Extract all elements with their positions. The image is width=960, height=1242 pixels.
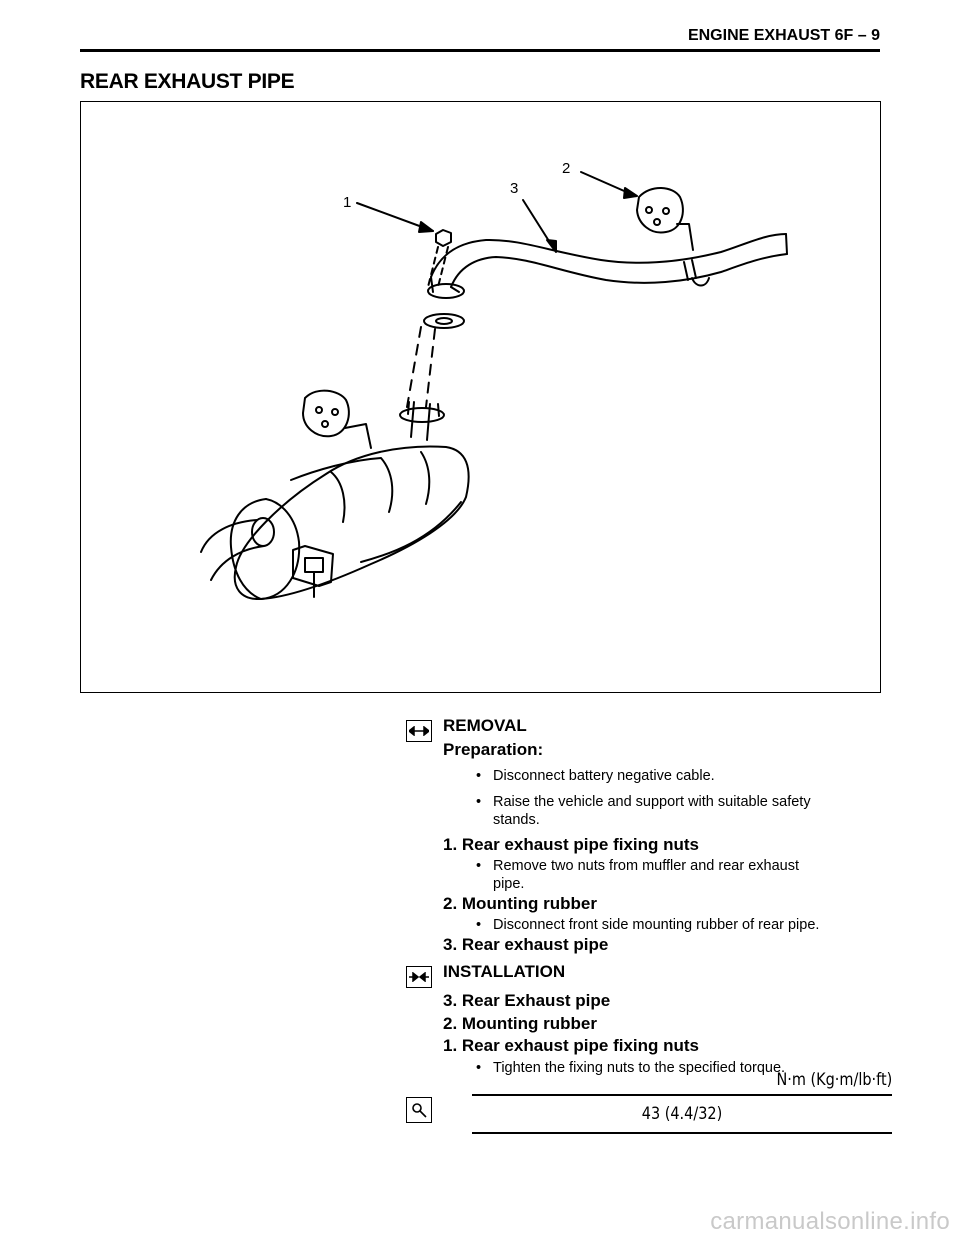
- list-item-continuation: stands.: [493, 812, 540, 828]
- installation-heading: INSTALLATION: [443, 962, 566, 981]
- callout-2: 2: [562, 160, 571, 177]
- preparation-heading: Preparation:: [443, 740, 544, 759]
- fixing-nut: [435, 229, 452, 247]
- list-item-continuation: pipe.: [493, 876, 525, 892]
- leader-arrow-1: [418, 221, 434, 233]
- leader-line-2: [580, 171, 632, 195]
- pipe-bracket-band: [683, 259, 697, 281]
- rubber-bracket-upper: [676, 223, 694, 251]
- section-title: REAR EXHAUST PIPE: [80, 70, 295, 93]
- installation-arrows-icon: [406, 966, 432, 988]
- removal-heading: REMOVAL: [443, 716, 527, 735]
- header-rule: [80, 49, 880, 52]
- installation-step-2: 2. Mounting rubber: [443, 1014, 597, 1033]
- mounting-rubber-upper: [636, 187, 684, 234]
- removal-step-3: 3. Rear exhaust pipe: [443, 935, 609, 954]
- list-item: •Tighten the fixing nuts to the specifie…: [476, 1060, 786, 1076]
- callout-1: 1: [343, 194, 352, 211]
- torque-table-bottom-rule: [472, 1132, 892, 1134]
- rear-pipe-lower-edge: [450, 253, 788, 288]
- removal-arrows-icon: [406, 720, 432, 742]
- list-item: •Disconnect front side mounting rubber o…: [476, 917, 820, 933]
- list-item: •Disconnect battery negative cable.: [476, 768, 715, 784]
- torque-value: 43 (4.4/32): [641, 1104, 723, 1124]
- flange-gasket: [423, 313, 465, 329]
- exhaust-diagram: 1 2 3: [80, 101, 881, 693]
- muffler-bottom-lip: [360, 501, 462, 563]
- pipe-hanger-hook: [691, 277, 710, 287]
- rear-pipe-upper-edge: [430, 233, 787, 278]
- torque-table-top-rule: [472, 1094, 892, 1096]
- muffler-end-cap: [260, 498, 301, 600]
- torque-wrench-icon: [406, 1097, 432, 1123]
- leader-arrow-2: [623, 187, 638, 199]
- page-header-title: ENGINE EXHAUST 6F – 9: [687, 27, 880, 44]
- muffler-hanger-bracket: [292, 545, 334, 587]
- exhaust-illustration: [200, 171, 788, 601]
- callout-3: 3: [510, 180, 519, 197]
- installation-step-1: 1. Rear exhaust pipe fixing nuts: [443, 1036, 700, 1055]
- removal-step-2: 2. Mounting rubber: [443, 894, 597, 913]
- muffler-body: [233, 445, 470, 601]
- rear-pipe-flange: [427, 283, 465, 299]
- leader-arrow-3: [546, 239, 557, 253]
- rubber-bracket-lower: [344, 423, 372, 449]
- list-item: •Raise the vehicle and support with suit…: [476, 794, 811, 810]
- list-item: •Remove two nuts from muffler and rear e…: [476, 858, 799, 874]
- mounting-rubber-lower: [302, 389, 350, 438]
- tail-pipe: [200, 519, 265, 581]
- removal-step-1: 1. Rear exhaust pipe fixing nuts: [443, 835, 700, 854]
- installation-step-3: 3. Rear Exhaust pipe: [443, 991, 611, 1010]
- torque-unit-label: N·m (Kg·m/lb·ft): [776, 1070, 892, 1090]
- watermark: carmanualsonline.info: [710, 1208, 950, 1235]
- muffler-seams: [290, 451, 431, 523]
- muffler-flange: [399, 407, 445, 423]
- rear-pipe-end: [785, 233, 788, 255]
